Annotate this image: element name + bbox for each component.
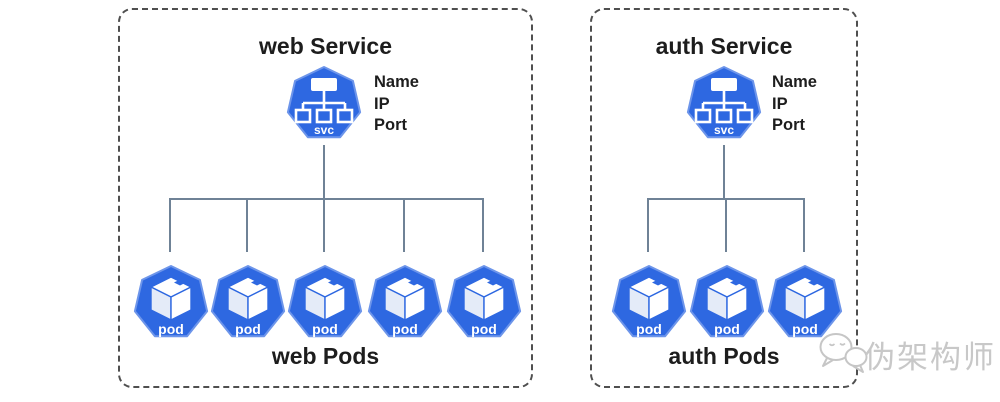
web-drop-line [323,198,325,252]
web-service-svc-icon: svc [286,64,362,144]
pod-label: pod [312,321,338,337]
pod-label: pod [392,321,418,337]
web-pod-icon: pod [367,263,443,337]
auth-service-title: auth Service [655,33,793,59]
svc-label: svc [314,123,334,137]
auth-service-properties: Name IP Port [772,72,817,137]
web-pods-caption: web Pods [271,343,380,369]
property-ip: IP [772,94,788,113]
auth-service-svc-icon: svc [686,64,762,144]
web-service-title: web Service [259,33,392,59]
auth-pod-icon: pod [767,263,843,337]
watermark-text: 伪架构师 [864,340,996,375]
auth-pod-icon: pod [611,263,687,337]
property-ip: IP [374,94,390,113]
svc-label: svc [714,123,734,137]
pod-label: pod [158,321,184,337]
web-drop-line [403,198,405,252]
web-bus-line [169,198,484,200]
auth-drop-line [725,198,727,252]
pod-label: pod [792,321,818,337]
pod-label: pod [636,321,662,337]
web-svc-stem-line [323,145,325,199]
property-port: Port [772,116,805,134]
web-service-properties: Name IP Port [374,72,419,137]
web-pod-icon: pod [287,263,363,337]
auth-service-group-border [590,8,858,388]
auth-svc-stem-line [723,145,725,199]
auth-pod-icon: pod [689,263,765,337]
auth-drop-line [647,198,649,252]
pod-label: pod [471,321,497,337]
pod-label: pod [714,321,740,337]
web-pod-icon: pod [446,263,522,337]
web-drop-line [482,198,484,252]
web-pod-icon: pod [210,263,286,337]
property-port: Port [374,116,407,134]
pod-label: pod [235,321,261,337]
web-drop-line [246,198,248,252]
chat-bubbles-icon [819,333,868,373]
web-drop-line [169,198,171,252]
auth-pods-caption: auth Pods [668,343,780,369]
property-name: Name [374,73,419,91]
web-pod-icon: pod [133,263,209,337]
property-name: Name [772,73,817,91]
web-service-group-border [118,8,533,388]
auth-drop-line [803,198,805,252]
